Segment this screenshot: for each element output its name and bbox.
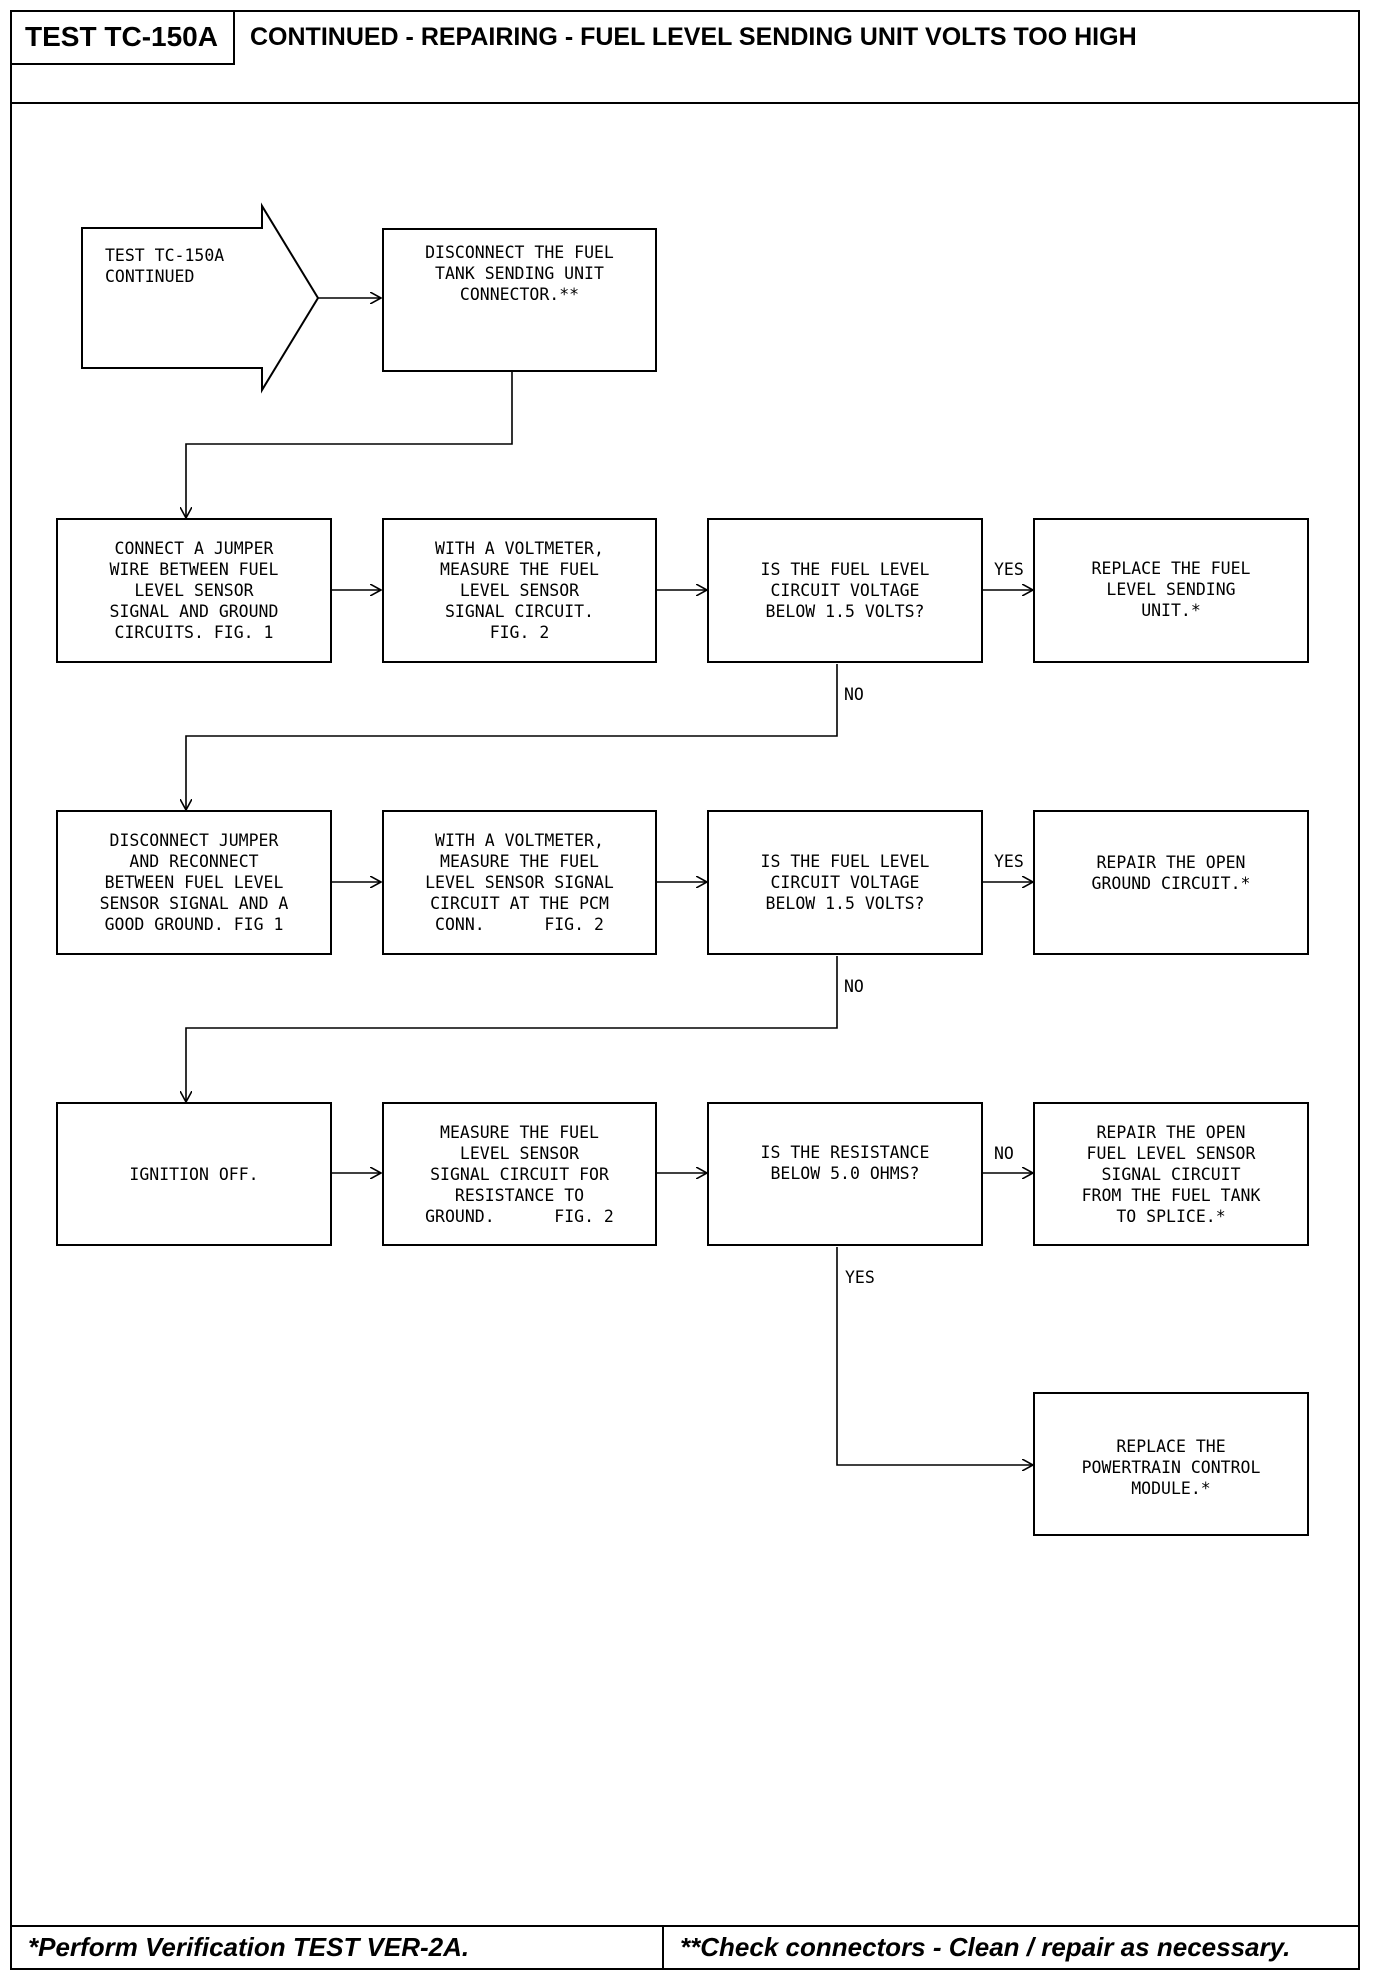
yes-label-row2: YES <box>994 852 1024 871</box>
step-measure-signal: WITH A VOLTMETER, MEASURE THE FUEL LEVEL… <box>382 518 657 663</box>
connector-row2-row3 <box>186 956 838 1102</box>
footer-connector-note: **Check connectors - Clean / repair as n… <box>680 1932 1291 1962</box>
yes-label-row1: YES <box>994 560 1024 579</box>
connector-step1-row1 <box>186 372 513 518</box>
no-label-row1: NO <box>844 685 864 704</box>
result-repair-signal-circuit: REPAIR THE OPEN FUEL LEVEL SENSOR SIGNAL… <box>1033 1102 1309 1246</box>
footer-verification-note: *Perform Verification TEST VER-2A. <box>28 1932 470 1962</box>
result-replace-pcm: REPLACE THE POWERTRAIN CONTROL MODULE.* <box>1033 1392 1309 1536</box>
decision-resistance-below-5: IS THE RESISTANCE BELOW 5.0 OHMS? <box>707 1102 983 1246</box>
result-repair-ground-circuit: REPAIR THE OPEN GROUND CIRCUIT.* <box>1033 810 1309 955</box>
connector-row3-final <box>836 1247 1033 1465</box>
step-measure-resistance: MEASURE THE FUEL LEVEL SENSOR SIGNAL CIR… <box>382 1102 657 1246</box>
footer-column-divider <box>662 1925 664 1970</box>
header-divider <box>10 102 1360 104</box>
page-frame <box>10 10 1360 1970</box>
start-label: TEST TC-150A CONTINUED <box>105 246 225 286</box>
decision-voltage-below-1-5-second: IS THE FUEL LEVEL CIRCUIT VOLTAGE BELOW … <box>707 810 983 955</box>
step-reconnect-jumper: DISCONNECT JUMPER AND RECONNECT BETWEEN … <box>56 810 332 955</box>
decision-voltage-below-1-5: IS THE FUEL LEVEL CIRCUIT VOLTAGE BELOW … <box>707 518 983 663</box>
start-arrow-shape <box>81 202 320 394</box>
step-connect-jumper: CONNECT A JUMPER WIRE BETWEEN FUEL LEVEL… <box>56 518 332 663</box>
page-title: CONTINUED - REPAIRING - FUEL LEVEL SENDI… <box>250 23 1137 51</box>
yes-label-row3: YES <box>845 1268 875 1287</box>
step-ignition-off: IGNITION OFF. <box>56 1102 332 1246</box>
no-label-row2: NO <box>844 977 864 996</box>
result-replace-sending-unit: REPLACE THE FUEL LEVEL SENDING UNIT.* <box>1033 518 1309 663</box>
step-disconnect-connector: DISCONNECT THE FUEL TANK SENDING UNIT CO… <box>382 228 657 372</box>
connector-row1-row2 <box>186 664 838 810</box>
no-label-row3: NO <box>994 1144 1014 1163</box>
step-measure-at-pcm: WITH A VOLTMETER, MEASURE THE FUEL LEVEL… <box>382 810 657 955</box>
test-id-tag: TEST TC-150A <box>10 10 235 65</box>
footer-divider <box>10 1925 1360 1927</box>
